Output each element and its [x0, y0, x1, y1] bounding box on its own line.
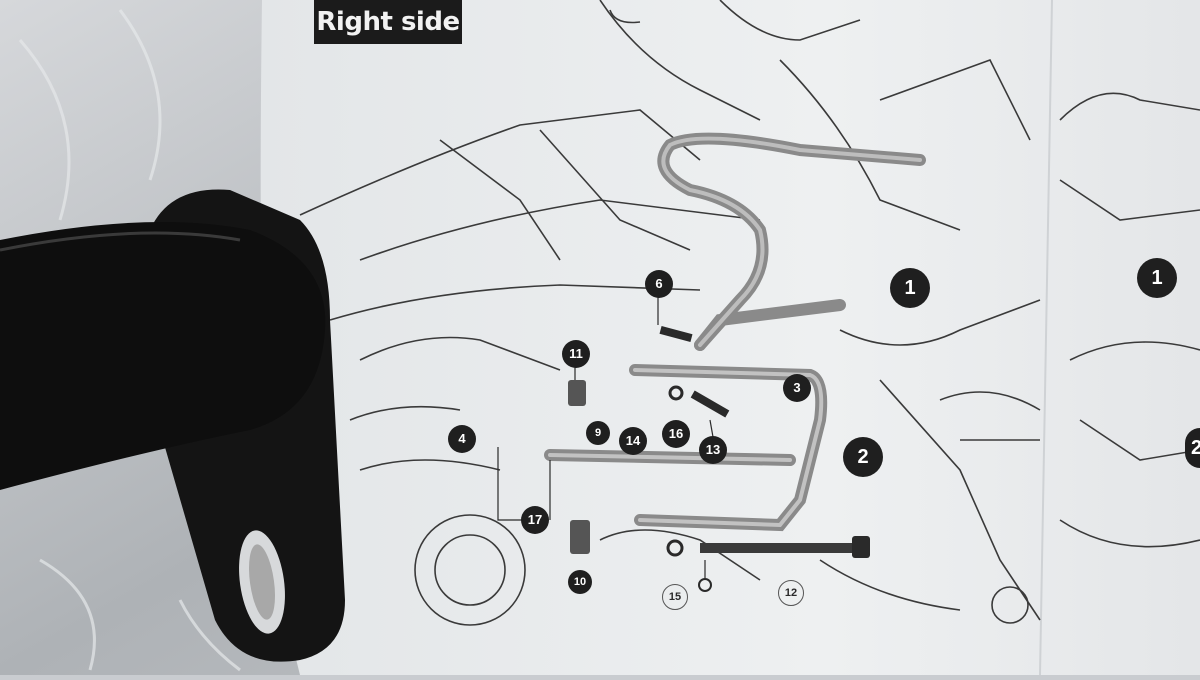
crash-guard-upper-highlight	[661, 136, 922, 347]
callout-16: 16	[662, 420, 690, 448]
paper-fold	[1039, 0, 1053, 676]
callout-11: 11	[562, 340, 590, 368]
callout-2-left-view: 2	[1185, 428, 1200, 468]
right-side-label: Right side	[314, 0, 462, 44]
crash-guard-lower-highlight	[548, 368, 824, 528]
callout-10: 10	[568, 570, 592, 594]
callout-1: 1	[890, 268, 930, 308]
hardware-parts	[568, 325, 870, 592]
callout-3: 3	[783, 374, 811, 402]
callout-6: 6	[645, 270, 673, 298]
callout-9: 9	[586, 421, 610, 445]
callout-15: 15	[662, 584, 688, 610]
callout-14: 14	[619, 427, 647, 455]
leader-lines	[497, 296, 714, 578]
plastic-wrinkles	[18, 9, 241, 672]
motorcycle-line-drawing	[299, 0, 1200, 626]
instruction-paper	[260, 0, 1200, 675]
callout-4: 4	[448, 425, 476, 453]
callout-13: 13	[699, 436, 727, 464]
callout-12: 12	[778, 580, 804, 606]
callout-1-left-view: 1	[1137, 258, 1177, 298]
callout-2: 2	[843, 437, 883, 477]
callout-17: 17	[521, 506, 549, 534]
black-bracket	[0, 189, 345, 662]
